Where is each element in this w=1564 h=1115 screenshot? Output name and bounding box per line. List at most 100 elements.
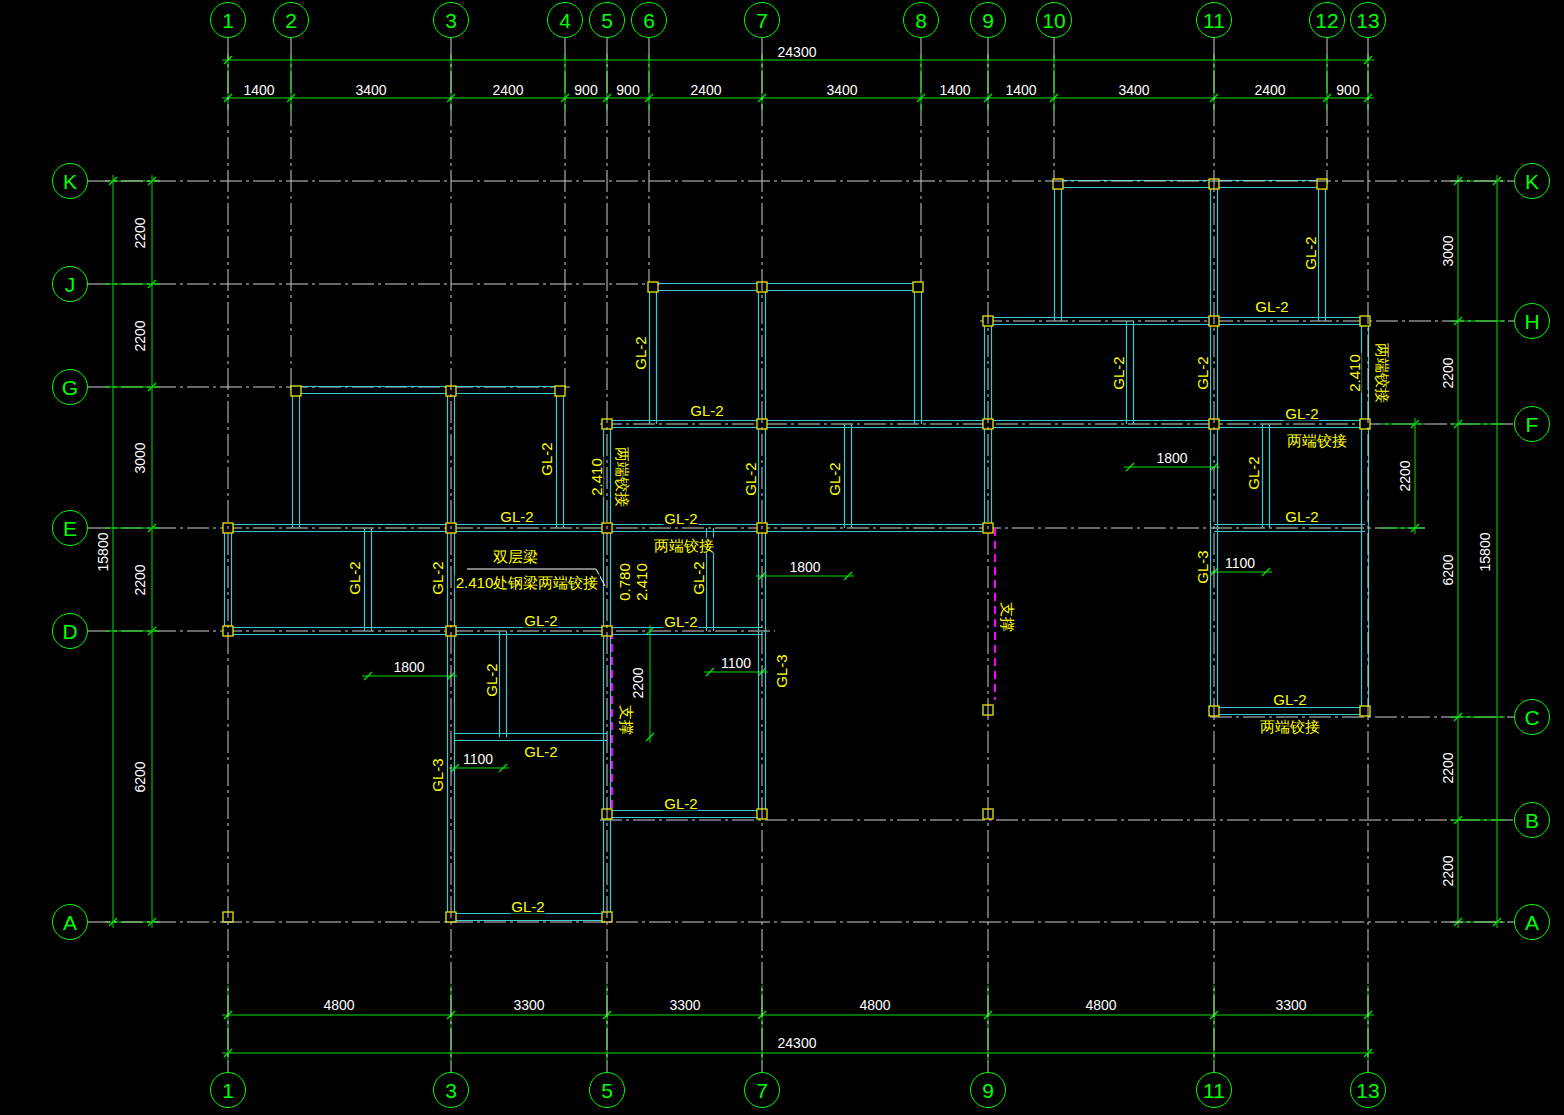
axis-label: 1 <box>222 10 234 31</box>
dimension-tick <box>499 764 507 772</box>
steel-beam <box>1126 321 1127 424</box>
axis-label: A <box>1525 912 1539 933</box>
axis-bubble: 1 <box>210 2 246 38</box>
beam-note: 支撑 <box>1000 601 1015 633</box>
steel-beam <box>371 528 372 631</box>
axis-label: 3 <box>445 10 457 31</box>
beam-note: GL-2 <box>1246 455 1261 490</box>
dimension-label: 2200 <box>1441 751 1455 784</box>
axis-label: 12 <box>1315 10 1338 31</box>
dimension-line <box>1124 467 1220 468</box>
extension-line <box>105 528 160 529</box>
extension-line <box>1450 321 1505 322</box>
steel-beam <box>649 287 650 424</box>
axis-bubble: 3 <box>433 2 469 38</box>
steel-beam <box>603 424 604 917</box>
steel-beam <box>364 528 365 631</box>
axis-line <box>1214 38 1215 1072</box>
dimension-line <box>1497 175 1498 928</box>
axis-label: 4 <box>559 10 571 31</box>
steel-beam <box>455 733 607 734</box>
beam-note: GL-2 <box>691 560 706 595</box>
axis-bubble: D <box>52 613 88 649</box>
steel-beam <box>988 317 1365 318</box>
bracing-line <box>611 631 613 814</box>
axis-bubble: C <box>1514 699 1550 735</box>
steel-column <box>555 386 565 396</box>
extension-line <box>649 54 650 110</box>
dimension-label: 3400 <box>825 83 858 97</box>
steel-beam <box>914 287 915 424</box>
steel-beam <box>296 386 560 387</box>
steel-beam <box>844 424 845 528</box>
axis-bubble: G <box>52 369 88 405</box>
steel-beam <box>656 287 657 424</box>
steel-beam <box>1133 321 1134 424</box>
dimension-label: 2200 <box>133 319 147 352</box>
dimension-label: 1800 <box>392 660 425 674</box>
dimension-line <box>222 1053 1374 1054</box>
axis-bubble: 9 <box>970 2 1006 38</box>
dimension-tick <box>1262 568 1270 576</box>
beam-note: GL-2 <box>1195 355 1210 390</box>
extension-line <box>105 284 160 285</box>
beam-note: 2.410处钢梁两端铰接 <box>455 575 600 590</box>
axis-label: 5 <box>601 1080 613 1101</box>
grid-line <box>1210 717 1514 718</box>
extension-line <box>1380 424 1425 425</box>
dimension-line <box>113 175 114 928</box>
steel-beam <box>1217 321 1218 711</box>
axis-label: 5 <box>601 10 613 31</box>
dimension-label: 3000 <box>133 441 147 474</box>
axis-line <box>1368 38 1369 1072</box>
dimension-line <box>756 576 854 577</box>
beam-note: 2.410 <box>589 457 604 497</box>
steel-beam <box>563 390 564 528</box>
dimension-label: 4800 <box>322 998 355 1012</box>
axis-bubble: 10 <box>1036 2 1072 38</box>
steel-column <box>913 282 923 292</box>
axis-label: 9 <box>982 1080 994 1101</box>
axis-bubble: 12 <box>1309 2 1345 38</box>
beam-note: GL-2 <box>499 509 534 524</box>
steel-beam <box>1054 184 1055 321</box>
dimension-label: 3000 <box>1441 234 1455 267</box>
dimension-label: 2200 <box>1441 854 1455 887</box>
beam-note: GL-2 <box>347 560 362 595</box>
dimension-line <box>222 1015 1374 1016</box>
steel-beam <box>1210 184 1211 321</box>
steel-beam <box>1214 524 1365 525</box>
beam-note: GL-2 <box>1254 299 1289 314</box>
axis-bubble: B <box>1514 802 1550 838</box>
dimension-label: 24300 <box>777 1036 818 1050</box>
axis-line <box>228 38 229 1072</box>
dimension-label: 1800 <box>788 560 821 574</box>
axis-label: D <box>62 621 77 642</box>
dimension-label: 2200 <box>133 563 147 596</box>
grid-line <box>565 38 566 390</box>
axis-bubble: 6 <box>631 2 667 38</box>
dimension-line <box>362 676 457 677</box>
beam-note: GL-2 <box>510 899 545 914</box>
dimension-label: 2400 <box>1253 83 1286 97</box>
axis-line <box>88 181 1514 182</box>
dimension-label: 3300 <box>512 998 545 1012</box>
dimension-label: 2200 <box>631 666 645 699</box>
dimension-label: 1400 <box>242 83 275 97</box>
beam-note: GL-2 <box>633 335 648 370</box>
dimension-label: 3300 <box>668 998 701 1012</box>
extension-line <box>105 387 160 388</box>
dimension-tick <box>364 672 372 680</box>
beam-note: GL-2 <box>1284 509 1319 524</box>
steel-beam <box>292 390 293 528</box>
axis-bubble: 11 <box>1196 1072 1232 1108</box>
dimension-label: 4800 <box>1084 998 1117 1012</box>
axis-label: 10 <box>1042 10 1065 31</box>
beam-note: GL-2 <box>1303 235 1318 270</box>
beam-note: 两端铰接 <box>1375 342 1390 404</box>
steel-beam <box>1214 714 1365 715</box>
axis-bubble: H <box>1514 303 1550 339</box>
